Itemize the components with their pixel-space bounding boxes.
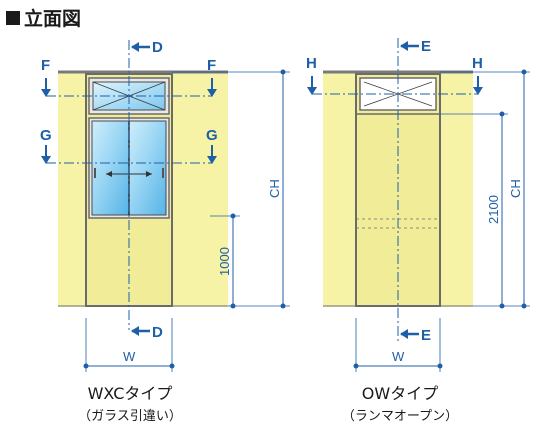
wxc-glass-right [128, 120, 167, 216]
wxc-d-top-arrowhead-icon [131, 42, 139, 52]
square-bullet-icon [6, 10, 20, 25]
ow-unit: E E H H CH 2100 W [306, 38, 530, 372]
wxc-d-bottom-arrowhead-icon [131, 326, 139, 336]
ow-label-h-left: H [306, 55, 317, 72]
heading-text: 立面図 [24, 8, 82, 30]
wxc-g-left-arrowhead-icon [41, 156, 51, 164]
ow-label-e-top: E [421, 38, 431, 55]
ow-label-2100: 2100 [486, 195, 501, 224]
wxc-ch-dot-bottom [280, 303, 286, 309]
wxc-glass-left [91, 120, 130, 216]
wxc-handle-right [162, 168, 164, 178]
ow-2100-dot-top [499, 111, 505, 117]
wxc-label-d-bottom: D [152, 324, 163, 341]
ow-label-h-right: H [472, 55, 483, 72]
wxc-w-dot-left [83, 363, 89, 369]
wxc-label-d-top: D [152, 39, 163, 56]
wxc-slide-arrow-left-icon [106, 171, 112, 177]
heading: 立面図 [6, 4, 81, 31]
wxc-g-right-arrowhead-icon [207, 156, 217, 164]
wxc-ch-dot-top [280, 69, 286, 75]
ow-caption-subtitle: （ランマオープン） [341, 409, 459, 424]
ow-label-w: W [392, 349, 405, 364]
ow-e-bottom-arrowhead-icon [400, 329, 408, 339]
ow-h-left-arrowhead-icon [307, 87, 317, 95]
ow-ch-dot-bottom [521, 303, 527, 309]
wxc-label-f-right: F [207, 57, 216, 74]
wxc-label-g-right: G [206, 127, 218, 144]
wxc-w-dot-right [169, 363, 175, 369]
ow-w-dot-left [353, 363, 359, 369]
wxc-label-g-left: G [40, 127, 52, 144]
wxc-unit: D D F F G G CH 1000 W [40, 39, 290, 372]
ow-w-dot-right [437, 363, 443, 369]
ow-label-ch: CH [508, 179, 523, 198]
wxc-f-left-arrowhead-icon [41, 89, 51, 97]
ow-label-e-bottom: E [421, 327, 431, 344]
wxc-label-1000: 1000 [217, 247, 232, 276]
ow-2100-dot-bottom [499, 303, 505, 309]
wxc-slide-arrow-right-icon [146, 171, 152, 177]
wxc-label-f-left: F [41, 57, 50, 74]
wxc-1000-dot-bottom [230, 303, 236, 309]
ow-h-right-arrowhead-icon [473, 87, 483, 95]
wxc-label-w: W [123, 349, 136, 364]
wxc-handle-left [94, 168, 96, 178]
wxc-1000-dot-top [230, 213, 236, 219]
wxc-caption-name: WXCタイプ [87, 384, 173, 403]
wxc-label-ch: CH [267, 179, 282, 198]
ow-ch-dot-top [521, 69, 527, 75]
ow-caption: OWタイプ （ランマオープン） [330, 380, 470, 424]
ow-caption-name: OWタイプ [361, 384, 439, 403]
wxc-caption: WXCタイプ （ガラス引違い） [68, 380, 192, 424]
ow-e-top-arrowhead-icon [400, 41, 408, 51]
wxc-f-right-arrowhead-icon [207, 89, 217, 97]
wxc-caption-subtitle: （ガラス引違い） [78, 409, 182, 424]
